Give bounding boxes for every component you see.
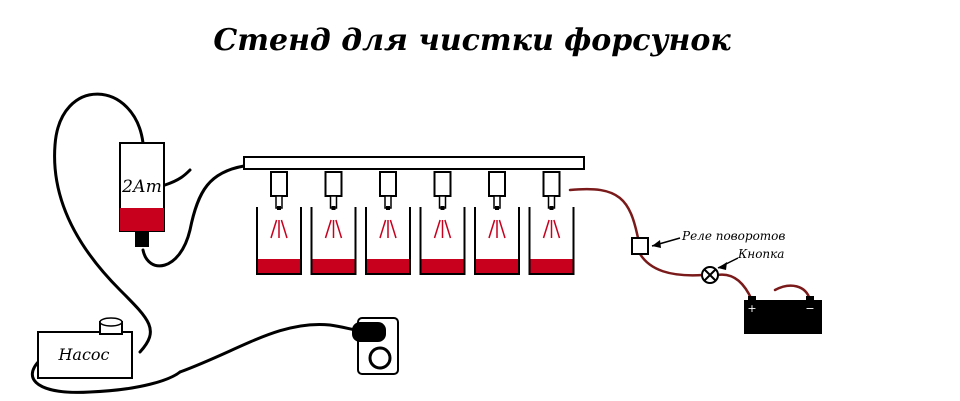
beaker-liquid [530, 259, 573, 273]
beaker [256, 207, 302, 275]
filter-label: 2Ат [121, 177, 162, 197]
relay-label: Реле поворотов [681, 229, 785, 243]
beaker [528, 207, 575, 275]
power-plug-icon [352, 322, 386, 342]
turn-signal-relay: Реле поворотов [631, 229, 785, 255]
wire-injector-to-relay [568, 187, 640, 240]
injector-tip [277, 206, 281, 210]
beaker [310, 207, 357, 275]
injector-assembly [474, 171, 520, 275]
beaker [365, 207, 411, 275]
hose-pump-loop [30, 358, 182, 394]
pump: Насос [37, 317, 133, 379]
battery-icon: + − [744, 296, 822, 334]
wire-relay-to-button [638, 252, 705, 277]
beaker-liquid [476, 259, 518, 273]
spray-line [498, 219, 506, 239]
power-cord-pump-to-plug [178, 322, 360, 374]
hose-filter-top [163, 168, 192, 187]
injector-body [488, 171, 506, 197]
button: Кнопка [701, 247, 784, 284]
spray-line [324, 219, 332, 239]
injector-tip [440, 206, 445, 210]
injector-body [542, 171, 561, 197]
spray-line [542, 219, 550, 239]
hose-filter-to-rail [141, 164, 246, 268]
diagram-title: Стенд для чистки форсунок [213, 23, 731, 58]
filter-2at: 2Ат [119, 142, 165, 247]
beaker [419, 207, 466, 275]
injector-tip [386, 206, 390, 210]
spray-line [335, 219, 343, 239]
injectors-group [256, 171, 575, 275]
power-socket-icon [352, 317, 399, 375]
spray-line [444, 219, 452, 239]
beaker [474, 207, 520, 275]
pump-label: Насос [57, 345, 109, 364]
spray-line [553, 219, 561, 239]
injector-assembly [365, 171, 411, 275]
injector-tip [331, 206, 336, 210]
spray-line [488, 219, 496, 239]
spray-line [270, 219, 278, 239]
injector-assembly [310, 171, 357, 275]
hose-filter-to-pump [53, 92, 152, 354]
injector-body [270, 171, 288, 197]
injector-body [379, 171, 397, 197]
beaker-liquid [258, 259, 300, 273]
filter-liquid [120, 208, 164, 231]
injector-body [433, 171, 452, 197]
beaker-liquid [312, 259, 355, 273]
battery-plus-label: + [747, 302, 756, 315]
button-label: Кнопка [737, 247, 784, 261]
battery-minus-label: − [805, 302, 814, 315]
injector-body [324, 171, 343, 197]
spray-line [433, 219, 441, 239]
spray-line [280, 219, 288, 239]
injector-tip [549, 206, 554, 210]
injector-assembly [256, 171, 302, 275]
beaker-liquid [367, 259, 409, 273]
beaker-liquid [421, 259, 464, 273]
wire-battery-negative [773, 284, 812, 302]
injector-tip [495, 206, 499, 210]
injector-assembly [419, 171, 466, 275]
spray-line [379, 219, 387, 239]
spray-line [389, 219, 397, 239]
wire-button-to-battery [715, 273, 754, 302]
fuel-rail [243, 156, 585, 170]
injector-assembly [528, 171, 575, 275]
